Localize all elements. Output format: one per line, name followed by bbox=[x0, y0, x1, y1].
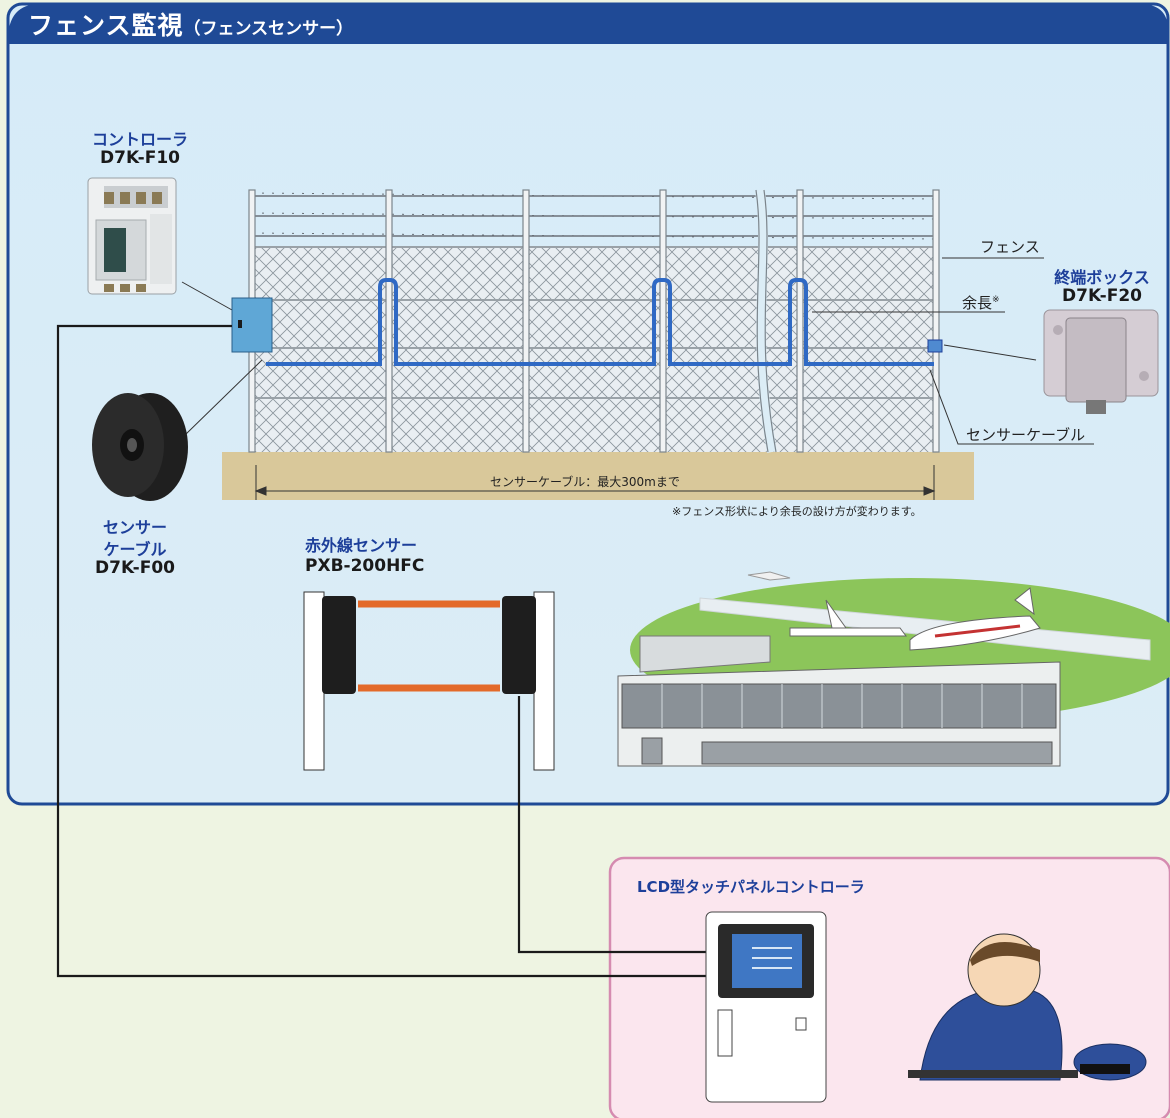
ir-sensor-graphic bbox=[303, 591, 555, 771]
lcd-panel bbox=[608, 856, 1170, 1118]
fence-label: フェンス bbox=[980, 238, 1040, 256]
security-guard-illustration bbox=[908, 933, 1147, 1081]
sensor-cable-name-line2: ケーブル bbox=[103, 540, 167, 559]
junction-box-knob bbox=[238, 320, 242, 328]
title-sub: （フェンスセンサー） bbox=[183, 19, 354, 39]
fence bbox=[248, 189, 940, 453]
slack-mark: ※ bbox=[992, 295, 1000, 305]
leader-lines bbox=[181, 257, 1094, 445]
sensor-cable-label: センサーケーブル bbox=[966, 426, 1086, 444]
lcd-controller-name: LCD型タッチパネルコントローラ bbox=[637, 878, 865, 896]
slack-label-text: 余長 bbox=[962, 294, 993, 312]
terminal-box-device bbox=[1043, 309, 1159, 414]
cable-length-arrow bbox=[254, 465, 936, 500]
signal-wires bbox=[56, 324, 716, 978]
terminal-box-name: 終端ボックス bbox=[1054, 268, 1150, 287]
page-title: フェンス監視（フェンスセンサー） bbox=[28, 6, 353, 42]
ir-sensor-name: 赤外線センサー bbox=[305, 536, 418, 555]
fence-sensor-cable bbox=[266, 278, 934, 366]
cable-length-label: センサーケーブル：最大300mまで bbox=[486, 473, 684, 490]
airport-illustration bbox=[617, 571, 1170, 767]
slack-label: 余長※ bbox=[962, 292, 1000, 313]
controller-device bbox=[87, 177, 177, 295]
sensor-cable-model: D7K-F00 bbox=[95, 558, 175, 578]
lcd-controller-device bbox=[705, 911, 827, 1103]
fence-terminal-box bbox=[927, 339, 943, 353]
controller-model: D7K-F10 bbox=[100, 148, 180, 168]
title-main: フェンス監視 bbox=[28, 11, 184, 40]
footnote: ※フェンス形状により余長の設け方が変わります。 bbox=[672, 505, 922, 518]
sensor-cable-name-line1: センサー bbox=[102, 518, 167, 537]
controller-name: コントローラ bbox=[91, 130, 188, 149]
terminal-box-model: D7K-F20 bbox=[1062, 286, 1142, 306]
cable-reel bbox=[92, 393, 188, 501]
ir-sensor-model: PXB-200HFC bbox=[305, 556, 425, 576]
